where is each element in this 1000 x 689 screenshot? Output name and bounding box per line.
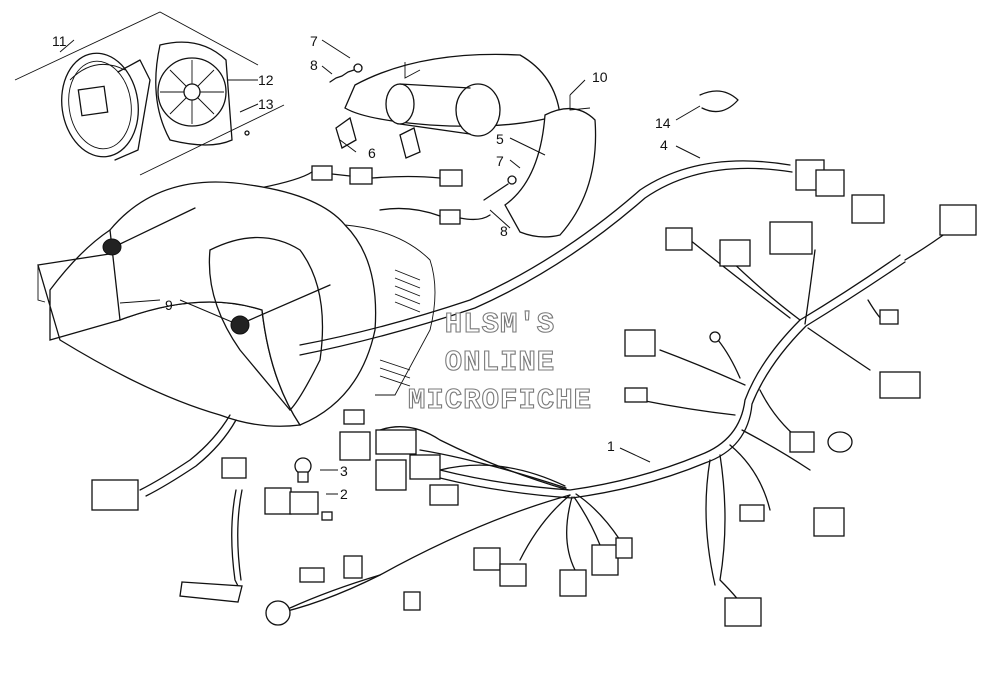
callout-11: 11 <box>52 33 67 49</box>
callout-7-mid: 7 <box>496 153 504 169</box>
harness-4 <box>299 90 845 356</box>
callout-4: 4 <box>660 137 668 153</box>
callout-12: 12 <box>258 72 274 88</box>
callout-3: 3 <box>340 463 348 479</box>
watermark-line-2: ONLINE <box>445 346 555 379</box>
main-harness-1 <box>269 194 977 627</box>
callout-14: 14 <box>655 115 671 131</box>
front-fender-body <box>37 181 436 427</box>
callout-9: 9 <box>165 297 173 313</box>
callout-13: 13 <box>258 96 274 112</box>
watermark-line-3: MICROFICHE <box>408 384 592 417</box>
callout-2: 2 <box>340 486 348 502</box>
lower-left-harness <box>91 414 421 626</box>
watermark: HLSM'S ONLINE MICROFICHE <box>407 307 592 417</box>
callout-10: 10 <box>592 69 608 85</box>
watermark-line-1: HLSM'S <box>445 308 555 341</box>
callout-8-top: 8 <box>310 57 318 73</box>
callout-6: 6 <box>368 145 376 161</box>
callout-labels: 11 12 13 7 8 6 10 5 7 8 14 4 9 1 3 2 <box>52 33 671 502</box>
callout-1: 1 <box>607 438 615 454</box>
callout-8-mid: 8 <box>500 223 508 239</box>
headlight-pod-assembly <box>259 39 597 238</box>
instrument-gauge-assembly <box>14 11 285 176</box>
callout-5: 5 <box>496 131 504 147</box>
callout-7-top: 7 <box>310 33 318 49</box>
